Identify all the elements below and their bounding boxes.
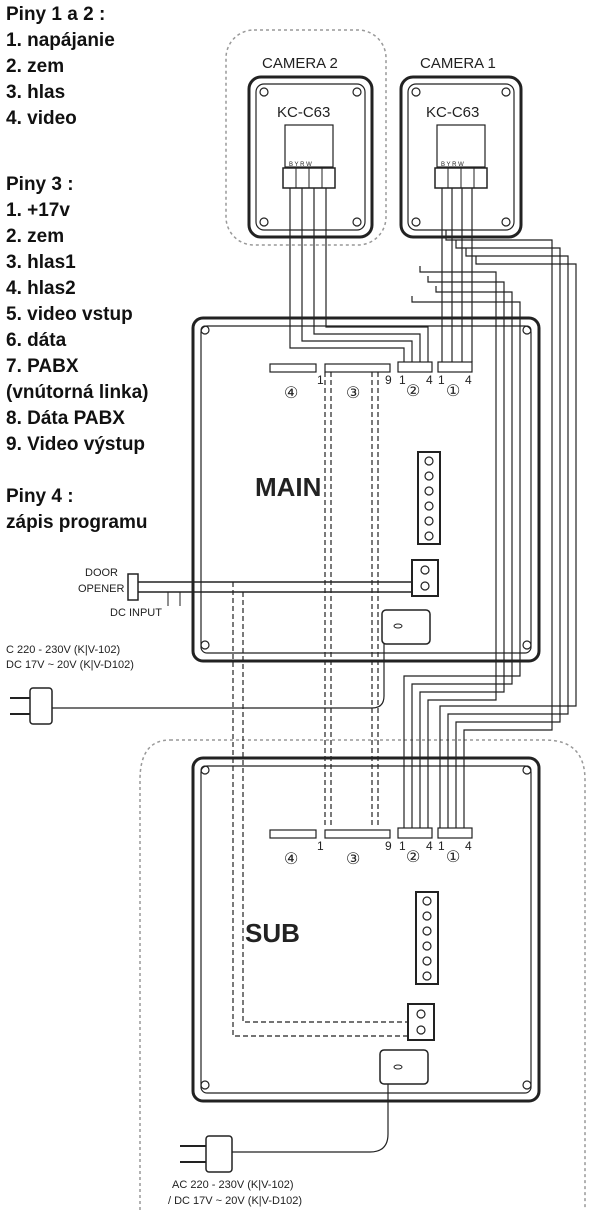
main-connector-4: ④ (284, 385, 298, 402)
door-opener-line1: DOOR (85, 567, 118, 579)
connector-3-links (324, 372, 379, 828)
legend-item: 1. +17v (6, 200, 70, 221)
legend-group-2: Piny 3 : 1. +17v 2. zem 3. hlas1 4. hlas… (6, 172, 149, 458)
sub-connector-2: ② (406, 849, 420, 866)
sub-c2-pin-start: 1 (399, 839, 406, 853)
camera-1: CAMERA 1 KC-C63 B Y R W (399, 55, 523, 239)
main-power: C 220 - 230V (K|V-102) DC 17V ~ 20V (K|V… (6, 644, 385, 725)
door-opener-line2: OPENER (78, 583, 125, 595)
camera-2-model: KC-C63 (277, 104, 330, 121)
legend-item: 8. Dáta PABX (6, 408, 125, 429)
sub-unit-boundary (139, 739, 586, 1210)
main-c1-pin-start: 1 (438, 373, 445, 387)
legend-item: 4. video (6, 108, 77, 129)
camera-2-title: CAMERA 2 (262, 55, 338, 72)
sub-c1-pin-end: 4 (465, 839, 472, 853)
camera-2-wires (289, 188, 429, 362)
legend-group-1-title: Piny 1 a 2 : (6, 4, 106, 25)
main-unit: MAIN ④ ③ ② ① 1 9 1 4 1 4 (191, 316, 541, 663)
main-label: MAIN (255, 472, 321, 502)
legend-item: 3. hlas (6, 82, 66, 103)
legend-group-1: Piny 1 a 2 : 1. napájanie 2. zem 3. hlas… (6, 2, 115, 132)
door-opener: DOOR OPENER DC INPUT (78, 567, 412, 1037)
legend-item: 2. zem (6, 226, 65, 247)
sub-c3-pin-end: 9 (385, 839, 392, 853)
camera-1-terminal-letters: B Y R W (441, 162, 464, 168)
sub-connector-3: ③ (346, 851, 360, 868)
legend-group-3-title: Piny 4 : (6, 486, 74, 507)
main-connector-3: ③ (346, 385, 360, 402)
camera-2-terminal-letters: B Y R W (289, 162, 312, 168)
main-c3-pin-end: 9 (385, 373, 392, 387)
main-to-sub-wires (403, 230, 577, 828)
camera-1-title: CAMERA 1 (420, 55, 496, 72)
main-c2-pin-start: 1 (399, 373, 406, 387)
main-connector-2: ② (406, 383, 420, 400)
camera-1-model: KC-C63 (426, 104, 479, 121)
main-connector-1: ① (446, 383, 460, 400)
main-power-line1: C 220 - 230V (K|V-102) (6, 644, 120, 656)
sub-unit: SUB ④ ③ ② ① 1 9 1 4 1 4 (191, 756, 541, 1103)
legend-item: 6. dáta (6, 330, 67, 351)
legend-item: 3. hlas1 (6, 252, 76, 273)
camera-1-wires (441, 188, 473, 362)
dc-input-label: DC INPUT (110, 607, 162, 619)
legend-item: zápis programu (6, 512, 148, 533)
main-c3-pin-start: 1 (317, 373, 324, 387)
sub-connector-1: ① (446, 849, 460, 866)
legend-item: (vnútorná linka) (6, 382, 149, 403)
camera-2-boundary (225, 29, 387, 246)
sub-label: SUB (245, 918, 300, 948)
legend-item: 1. napájanie (6, 30, 115, 51)
legend-item: 5. video vstup (6, 304, 133, 325)
sub-c1-pin-start: 1 (438, 839, 445, 853)
sub-c3-pin-start: 1 (317, 839, 324, 853)
sub-power-line2: / DC 17V ~ 20V (K|V-D102) (168, 1195, 302, 1207)
sub-c2-pin-end: 4 (426, 839, 433, 853)
legend-item: 7. PABX (6, 356, 79, 377)
legend-group-2-title: Piny 3 : (6, 174, 74, 195)
legend-item: 2. zem (6, 56, 65, 77)
main-power-line2: DC 17V ~ 20V (K|V-D102) (6, 659, 134, 671)
sub-power-line1: AC 220 - 230V (K|V-102) (172, 1179, 293, 1191)
camera-2: CAMERA 2 KC-C63 B Y R W (247, 55, 374, 239)
main-c2-pin-end: 4 (426, 373, 433, 387)
legend-item: 4. hlas2 (6, 278, 76, 299)
legend-group-3: Piny 4 : zápis programu (6, 484, 147, 536)
legend-item: 9. Video výstup (6, 434, 146, 455)
sub-connector-4: ④ (284, 851, 298, 868)
main-c1-pin-end: 4 (465, 373, 472, 387)
sub-power: AC 220 - 230V (K|V-102) / DC 17V ~ 20V (… (168, 1084, 389, 1207)
